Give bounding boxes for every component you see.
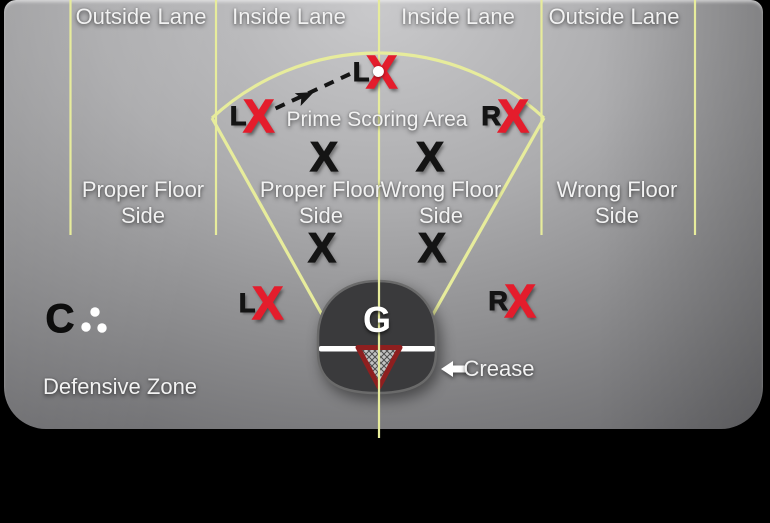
pass-arrowhead-icon [294,92,314,106]
floor-side-label-inner-left: Proper Floor Side [260,177,382,229]
floor-side-line1: Proper Floor [259,177,383,202]
player-x: X [252,277,284,329]
crease-arrow-icon [441,361,467,377]
lane-label-inside-left: Inside Lane [232,4,346,29]
pass-arrow [269,72,351,113]
floor-side-line1: Wrong Floor [556,177,678,202]
hand-letter: R [488,285,508,316]
floor-side-line2: Side [298,203,344,228]
marker-right-shooter-fan: R X [481,90,529,142]
fan-left-edge [210,117,327,321]
floor-side-line1: Wrong Floor [380,177,502,202]
logo-letter: C [45,297,75,341]
player-x: X [504,275,536,327]
goalie-marker: G [362,299,392,340]
player-x: X [243,90,275,142]
ball-icon [372,66,384,77]
floor-side-line2: Side [418,203,464,228]
floor-side-line2: Side [120,203,166,228]
fan-right-edge [429,117,546,319]
defensive-zone-label: Defensive Zone [42,374,198,399]
logo-dots-icon [81,307,107,333]
marker-left-shooter-goal: L X [238,277,284,329]
lane-label-outside-right: Outside Lane [548,4,680,29]
lane-label-outside-left: Outside Lane [75,4,207,29]
player-x-lower-right: X [417,224,447,271]
floor-side-label-outer-right: Wrong Floor Side [557,177,678,229]
lane-label-inside-right: Inside Lane [401,4,515,29]
player-x: X [497,90,529,142]
marker-left-shooter-top-ball: L X [352,48,397,96]
marker-left-shooter-fan: L X [229,90,275,142]
floor-side-line2: Side [594,203,640,228]
prime-scoring-area-label: Prime Scoring Area [286,108,468,131]
floor-side-label-inner-right: Wrong Floor Side [381,177,502,229]
hand-letter: L [238,287,256,318]
crease-label: Crease [463,356,535,381]
crease-dome [316,279,438,395]
goal-crease [316,279,438,395]
player-x-upper-right: X [415,133,445,180]
player-x-upper-left: X [309,133,339,180]
hand-letter: L [352,56,370,87]
hand-letter: L [229,100,247,131]
floor-side-line1: Proper Floor [81,177,205,202]
marker-right-shooter-goal: R X [488,275,536,327]
hand-letter: R [481,100,501,131]
player-x-lower-left: X [307,224,337,271]
floor-side-label-outer-left: Proper Floor Side [82,177,204,229]
